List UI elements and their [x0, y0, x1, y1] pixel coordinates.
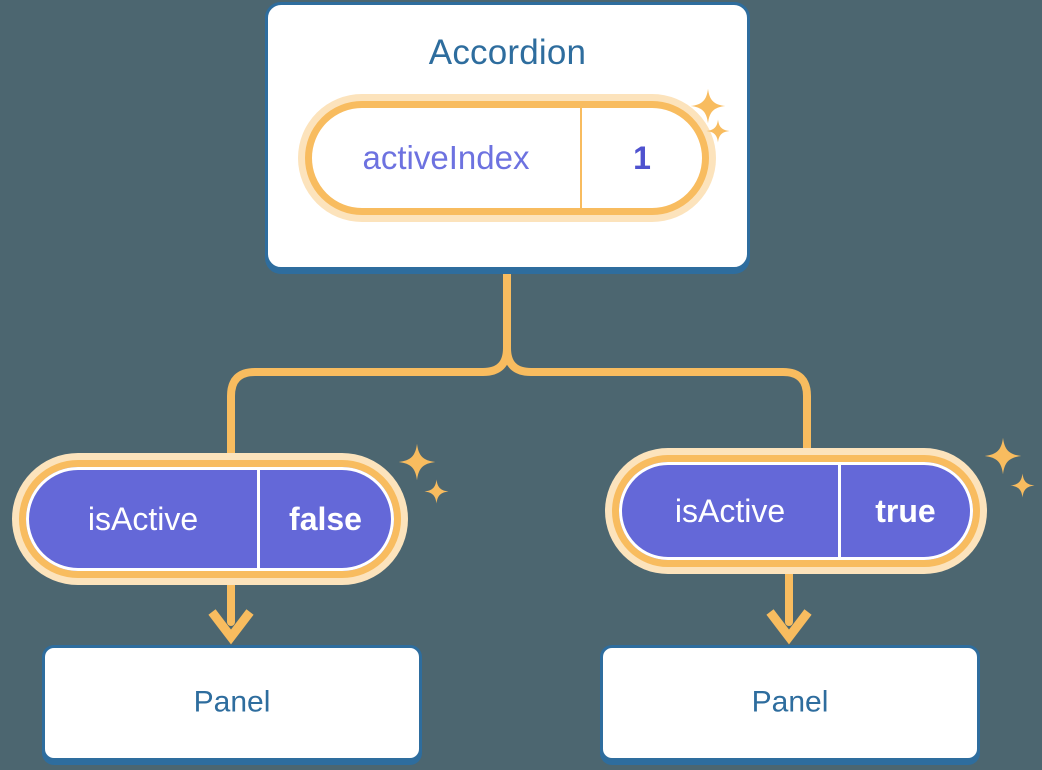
state-pill-inner: isActive false: [26, 467, 394, 571]
state-pill-value: false: [289, 500, 362, 537]
state-pill-inner: isActive true: [619, 462, 973, 560]
sparkle-icon: [398, 443, 436, 481]
state-pill-value: 1: [633, 139, 651, 176]
sparkle-icon: [1010, 473, 1035, 498]
state-pill-key: activeIndex: [312, 108, 582, 208]
state-pill-isactive-true[interactable]: isActive true: [612, 455, 980, 567]
component-card-panel-right[interactable]: Panel: [600, 645, 980, 761]
page-title: Accordion: [428, 33, 587, 72]
state-pill-key: isActive: [29, 470, 260, 568]
state-pill-key: isActive: [622, 465, 841, 557]
wire-branch-left: [227, 344, 511, 466]
arrow-down-icon-right: [766, 609, 812, 645]
state-pill-activeindex[interactable]: activeIndex 1: [305, 101, 709, 215]
wire-branch-right: [503, 344, 811, 461]
panel-title: Panel: [193, 685, 271, 719]
sparkle-icon: [424, 479, 449, 504]
component-card-panel-left[interactable]: Panel: [42, 645, 422, 761]
arrow-down-icon-left: [208, 609, 254, 645]
state-pill-value: true: [875, 492, 936, 529]
state-pill-isactive-false[interactable]: isActive false: [19, 460, 401, 578]
panel-title: Panel: [751, 685, 829, 719]
sparkle-icon: [984, 437, 1022, 475]
